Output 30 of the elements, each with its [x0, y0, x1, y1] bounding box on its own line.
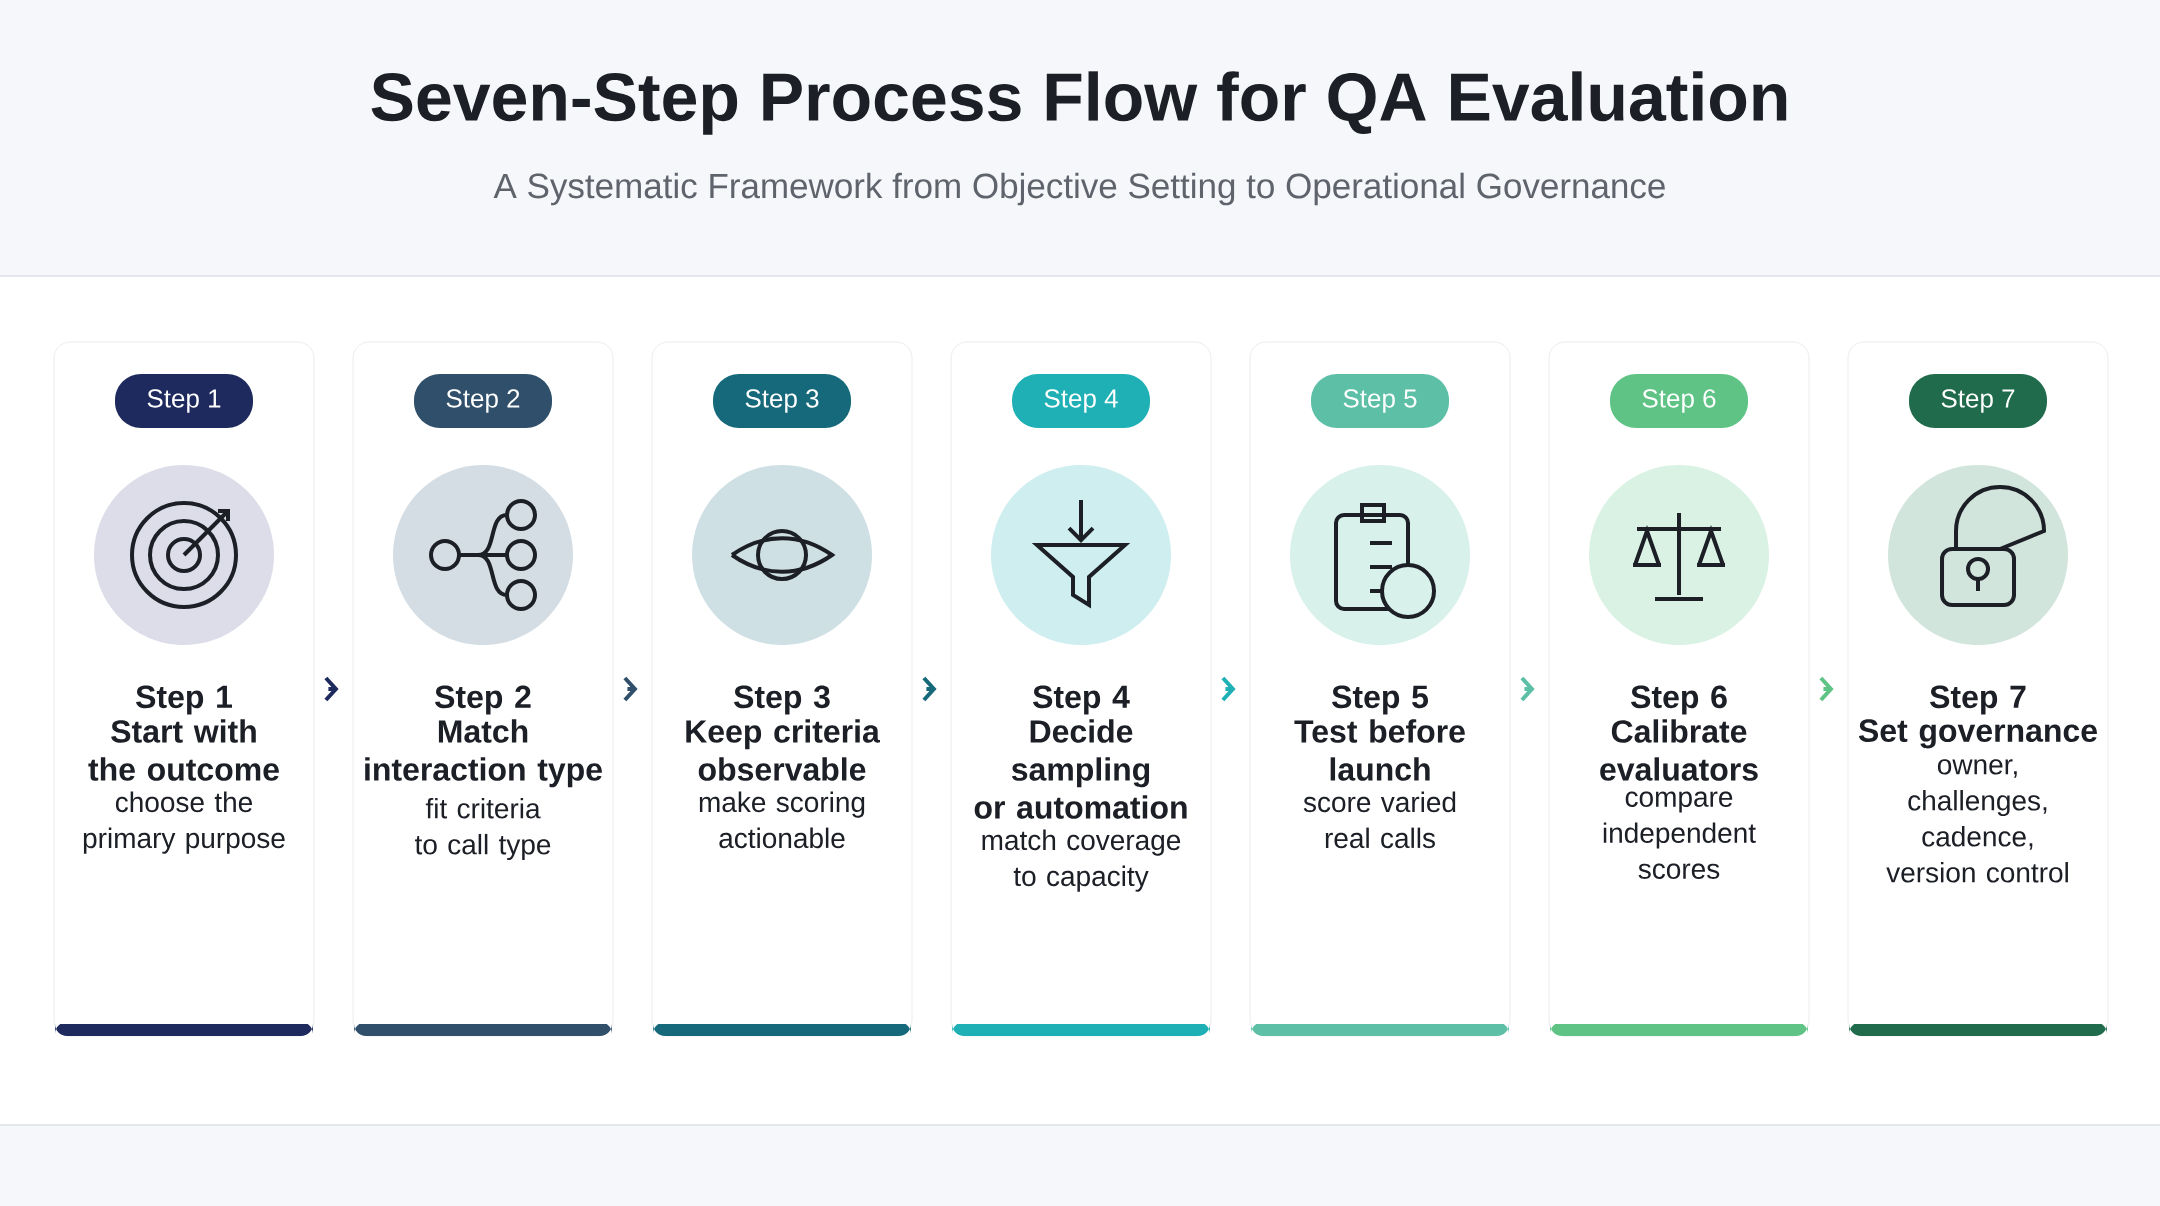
step-title: Match interaction type	[365, 719, 602, 788]
step-badge: Step 3	[713, 374, 851, 428]
step-number: Step 3	[734, 685, 830, 715]
step-number: Step 5	[1332, 685, 1428, 715]
step-badge: Step 7	[1909, 374, 2047, 428]
step-badge: Step 5	[1311, 374, 1449, 428]
step-description: compare independent scores	[1603, 791, 1756, 879]
step-badge: Step 2	[414, 374, 552, 428]
step-title: Test before launch	[1294, 719, 1465, 781]
step-description: choose the primary purpose	[83, 791, 285, 854]
step-title: Keep criteria observable	[686, 719, 880, 781]
step-badge: Step 6	[1610, 374, 1748, 428]
step-description: score varied real calls	[1303, 791, 1456, 849]
step-description: match coverage to capacity	[982, 829, 1181, 892]
step-description: fit criteria to call type	[414, 797, 551, 860]
step-number: Step 7	[1930, 685, 2026, 715]
step-number: Step 1	[136, 685, 232, 715]
step-description: make scoring actionable	[699, 791, 865, 849]
step-number: Step 2	[435, 685, 531, 715]
step-title: Decide sampling or automation	[974, 719, 1187, 819]
step-badge: Step 4	[1012, 374, 1150, 428]
step-title: Calibrate evaluators	[1600, 719, 1758, 781]
step-badge: Step 1	[115, 374, 253, 428]
step-number: Step 6	[1631, 685, 1727, 715]
step-title: Set governance	[1858, 719, 2097, 749]
subtitle: A Systematic Framework from Objective Setting to Operational Governance	[493, 172, 1665, 206]
title: Seven-Step Process Flow for QA Evaluation	[371, 71, 1787, 135]
step-number: Step 4	[1033, 685, 1130, 715]
step-title: Start with the outcome	[88, 719, 279, 781]
step-description: owner, challenges, cadence, version control	[1886, 759, 2068, 883]
